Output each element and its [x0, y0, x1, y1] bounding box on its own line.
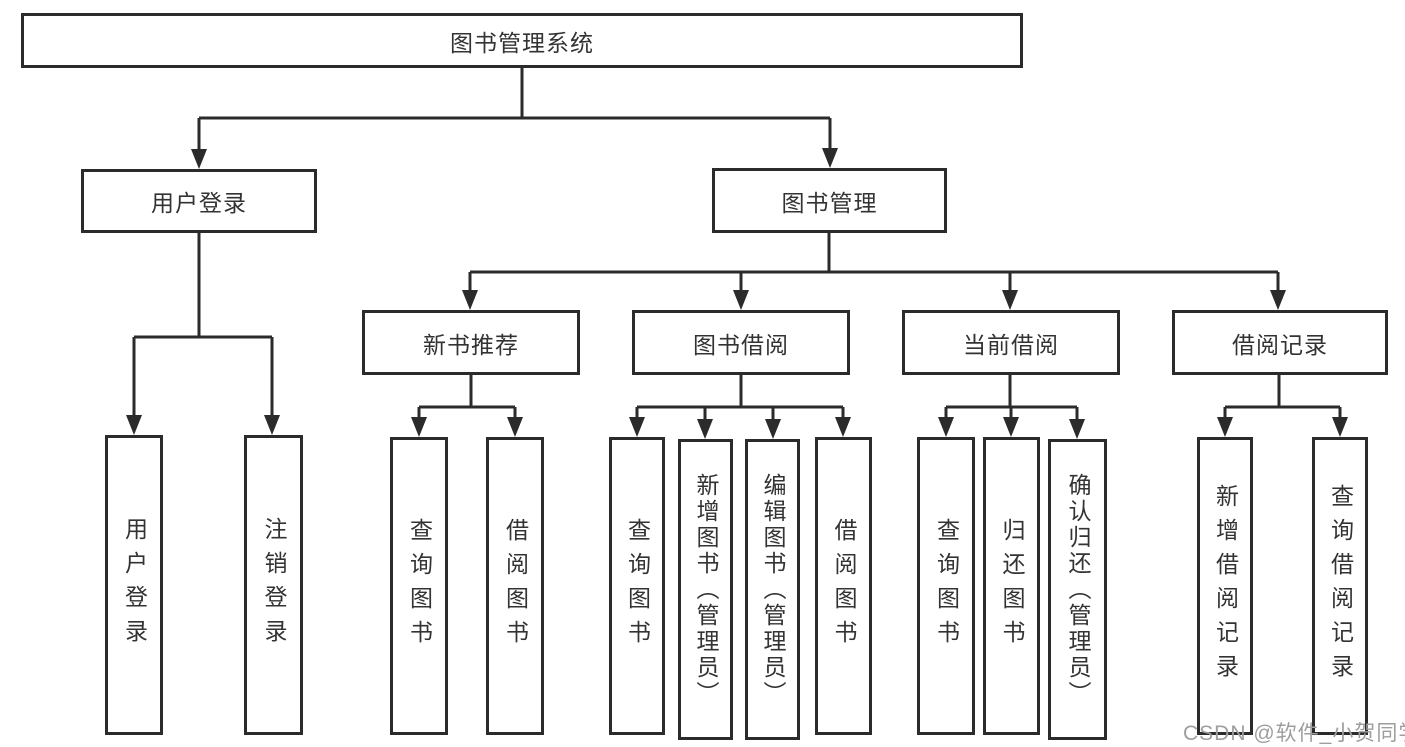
leaf-records-add-record: 新增借阅记录: [1197, 437, 1253, 735]
leaf-borrow-query-books: 查询图书: [609, 437, 665, 735]
leaf-records-add-record-label: 新增借阅记录: [1212, 484, 1239, 688]
node-book-management: 图书管理: [712, 168, 947, 233]
leaf-recommend-query-books: 查询图书: [390, 437, 448, 735]
leaf-recommend-borrow-books: 借阅图书: [486, 437, 544, 735]
leaf-borrow-add-books-admin-label: 新增图书（管理员）: [693, 472, 719, 707]
leaf-current-confirm-return-admin: 确认归还（管理员）: [1048, 439, 1107, 740]
node-user-login-label: 用户登录: [151, 190, 247, 216]
leaf-recommend-query-books-label: 查询图书: [406, 518, 433, 654]
leaf-borrow-edit-books-admin: 编辑图书（管理员）: [745, 439, 800, 740]
node-borrow-records: 借阅记录: [1172, 310, 1388, 375]
node-current-borrow-label: 当前借阅: [963, 331, 1059, 358]
node-book-management-label: 图书管理: [781, 189, 878, 216]
node-borrow-records-label: 借阅记录: [1232, 331, 1328, 358]
leaf-current-return-books-label: 归还图书: [999, 518, 1025, 654]
arrowheads: [126, 148, 1348, 439]
leaf-records-query-record: 查询借阅记录: [1312, 437, 1368, 735]
node-book-borrow-label: 图书借阅: [693, 331, 789, 358]
leaf-current-query-books-label: 查询图书: [933, 518, 960, 654]
node-user-login: 用户登录: [81, 169, 317, 233]
leaf-borrow-edit-books-admin-label: 编辑图书（管理员）: [760, 472, 786, 707]
node-current-borrow: 当前借阅: [902, 310, 1120, 375]
leaf-current-query-books: 查询图书: [917, 437, 975, 735]
leaf-current-return-books: 归还图书: [983, 437, 1040, 735]
node-new-book-recommend: 新书推荐: [362, 310, 580, 375]
node-new-book-recommend-label: 新书推荐: [423, 331, 519, 358]
leaf-logout: 注销登录: [244, 435, 303, 735]
leaf-user-login-label: 用户登录: [121, 517, 148, 653]
csdn-watermark: CSDN @软件_小贺同学: [1183, 722, 1405, 745]
leaf-borrow-borrow-books: 借阅图书: [815, 437, 872, 735]
node-book-borrow: 图书借阅: [632, 310, 850, 375]
leaf-records-query-record-label: 查询借阅记录: [1327, 484, 1354, 688]
leaf-logout-label: 注销登录: [261, 517, 287, 653]
leaf-borrow-query-books-label: 查询图书: [624, 518, 651, 654]
leaf-borrow-borrow-books-label: 借阅图书: [831, 518, 857, 654]
leaf-recommend-borrow-books-label: 借阅图书: [502, 518, 529, 654]
leaf-user-login: 用户登录: [105, 435, 163, 735]
node-root: 图书管理系统: [21, 13, 1023, 68]
leaf-current-confirm-return-admin-label: 确认归还（管理员）: [1065, 472, 1091, 707]
leaf-borrow-add-books-admin: 新增图书（管理员）: [678, 439, 733, 740]
node-root-label: 图书管理系统: [450, 29, 594, 56]
